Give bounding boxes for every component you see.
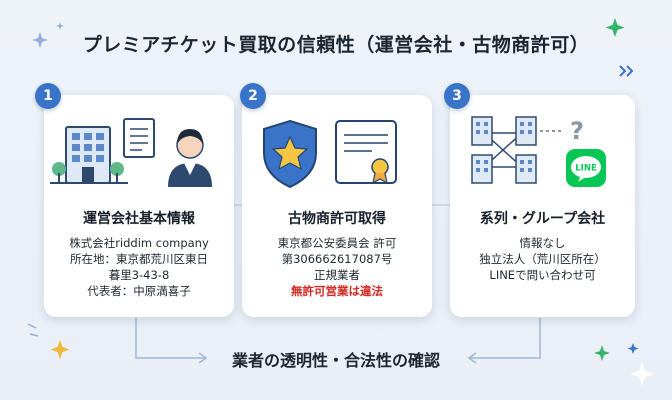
card-title: 古物商許可取得 (288, 211, 386, 227)
step-badge: 2 (240, 83, 266, 109)
network-buildings-icon (471, 116, 537, 184)
card-group-companies: ? LINE 系列・グループ会社 情報なし 独立法人（荒川区所在） LINEで問… (450, 95, 635, 317)
card-line: 第306662617087号 (281, 252, 393, 266)
page-title: プレミアチケット買取の信頼性（運営会社・古物商許可） (82, 34, 590, 56)
step-badge: 3 (444, 83, 470, 109)
group-illustration: ? LINE (471, 116, 606, 187)
bottom-caption: 業者の透明性・合法性の確認 (231, 351, 440, 370)
certificate-icon (335, 120, 397, 185)
card-line: 代表者：中原満喜子 (87, 284, 191, 298)
card-line: LINEで問い合わせ可 (489, 268, 596, 282)
step-badge: 1 (35, 83, 61, 109)
line-icon-label: LINE (575, 164, 597, 174)
card-line: 株式会社riddim company (69, 236, 209, 250)
card-company-info: 運営会社基本情報 株式会社riddim company 所在地：東京都荒川区東日… (44, 95, 234, 317)
card-line: 独立法人（荒川区所在） (479, 252, 606, 266)
card-line: 情報なし (519, 236, 566, 250)
building-icon (50, 126, 128, 184)
line-app-icon: LINE (566, 149, 606, 187)
card-line: 正規業者 (314, 268, 360, 282)
card-line: 東京都公安委員会 許可 (277, 236, 397, 250)
card-line: 所在地：東京都荒川区東日 (70, 252, 208, 266)
question-icon: ? (570, 117, 584, 145)
card-title: 運営会社基本情報 (83, 211, 195, 227)
warning-text: 無許可営業は違法 (291, 284, 383, 298)
shield-star-icon (263, 119, 317, 189)
card-title: 系列・グループ会社 (479, 211, 606, 227)
license-illustration (263, 119, 397, 189)
company-illustration (50, 118, 212, 187)
document-icon (123, 118, 155, 158)
card-license: 古物商許可取得 東京都公安委員会 許可 第306662617087号 正規業者 … (242, 95, 432, 317)
chevrons-right-icon (619, 65, 634, 77)
card-line: 暮里3-43-8 (108, 268, 170, 282)
dashes-decoration (27, 323, 39, 337)
representative-avatar-icon (168, 129, 212, 187)
